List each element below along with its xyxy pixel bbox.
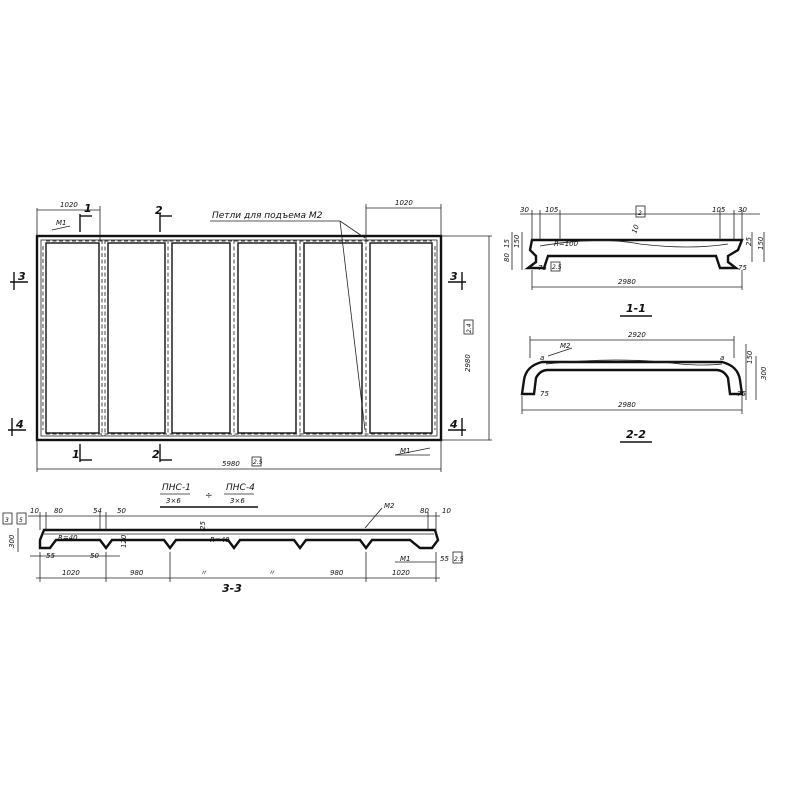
s33-dim-1020-left: 1020 (62, 569, 80, 577)
s11-dim-30-left: 30 (520, 206, 529, 214)
s22-dim-150: 150 (746, 350, 754, 364)
plan-dim-bottom: 5980 (222, 460, 240, 468)
s22-mark-m2: М2 (560, 342, 571, 350)
s33-mark-m1: М1 (400, 555, 411, 563)
s11-dim-75-right: 75 (738, 264, 747, 272)
plan-cut-2-top: 2 (155, 204, 163, 217)
s22-dim-300: 300 (760, 366, 768, 380)
s11-dim-150-left: 150 (513, 234, 521, 248)
s33-sub-1: 3×6 (166, 497, 181, 505)
s33-boxed-c: 2.5 (454, 556, 464, 563)
plan-dim-right: 2980 (464, 354, 472, 372)
s33-dim-300: 300 (8, 534, 16, 548)
s33-dim-50-top: 50 (117, 507, 126, 515)
s33-title: 3-3 (222, 582, 242, 595)
s33-dim-80-left: 80 (54, 507, 63, 515)
plan-slab-outline (35, 234, 443, 442)
s33-title-1: ПНС-1 (162, 483, 191, 493)
s11-boxed-left: 2.5 (552, 264, 562, 271)
s11-dim-width: 2980 (618, 278, 636, 286)
s11-dim-105-right: 105 (712, 206, 726, 214)
plan-cut-4-right: 4 (449, 418, 458, 431)
s33-dim-980-right: 980 (330, 569, 344, 577)
s33-dim-50-bot: 50 (90, 552, 99, 560)
s11-dim-30-right: 30 (738, 206, 747, 214)
plan-panel (303, 242, 363, 434)
s33-profile (38, 528, 440, 550)
s22-title: 2-2 (626, 428, 646, 441)
plan-view: 1020 1020 М1 Петли для подъема М2 5980 2… (8, 199, 492, 472)
plan-mark-m1-top: М1 (56, 219, 67, 227)
s11-dim-105-left: 105 (545, 206, 559, 214)
s33-dim-80-right: 80 (420, 507, 429, 515)
s11-dim-right-h2: 25 (745, 237, 753, 246)
section-2-2-profile (520, 360, 744, 396)
s22-dim-bottom: 2980 (618, 401, 636, 409)
plan-panel (237, 242, 297, 434)
plan-cut-2-bottom: 2 (152, 448, 160, 461)
s33-title-2: ПНС-4 (226, 483, 255, 493)
s33-dim-54: 54 (93, 507, 102, 515)
s33-dim-mid-b: 〃 (268, 569, 275, 577)
s33-dim-10-left: 10 (30, 507, 39, 515)
plan-dim-top-right: 1020 (395, 199, 413, 207)
s22-mark-a-left: а (540, 354, 544, 362)
section-1-1-profile (524, 238, 744, 270)
s33-sub-2: 3×6 (230, 497, 245, 505)
plan-slab-inner-outline (40, 239, 438, 437)
s22-dim-75-left: 75 (540, 390, 549, 398)
s33-dim-55-right: 55 (440, 555, 449, 563)
s33-dim-980-left: 980 (130, 569, 144, 577)
section-2-2: 2920 М2 а а 150 300 75 75 2980 2-2 (520, 331, 768, 443)
plan-panel (171, 242, 231, 434)
plan-boxed-right: 2.4 (466, 323, 473, 333)
s22-mark-a-right: а (720, 354, 724, 362)
s33-dim-mid-a: 〃 (200, 569, 207, 577)
plan-dashed-ribs (42, 240, 436, 436)
s33-sep: ÷ (205, 491, 213, 501)
s22-dim-top: 2920 (628, 331, 646, 339)
section-1-1: 30 105 105 30 2 R=100 10 80 15 150 25 15… (503, 205, 765, 317)
s11-dim-75-left: 75 (538, 264, 547, 272)
plan-cut-3-left: 3 (18, 270, 26, 283)
s33-boxed-a: 3 (5, 517, 9, 524)
s22-dim-75-right: 75 (737, 390, 746, 398)
section-3-3: ПНС-1 3×6 ÷ ПНС-4 3×6 10 80 54 50 80 10 … (2, 483, 464, 595)
plan-cut-1-top: 1 (84, 202, 92, 215)
plan-cut-4-left: 4 (15, 418, 24, 431)
s33-dim-25: 25 (199, 521, 207, 530)
plan-cut-1-bottom: 1 (72, 448, 80, 461)
s33-dim-120: 120 (120, 534, 128, 548)
s11-boxed-top: 2 (638, 210, 642, 217)
s11-radius: R=100 (554, 240, 579, 248)
plan-panel (107, 242, 166, 434)
plan-note-lifting-loops: Петли для подъема М2 (212, 211, 323, 221)
plan-panel (45, 242, 100, 434)
plan-cut-3-right: 3 (450, 270, 458, 283)
plan-boxed-bottom: 2.5 (253, 459, 263, 466)
s33-dim-10-right: 10 (442, 507, 451, 515)
plan-mark-m1-bottom: М1 (400, 447, 411, 455)
s33-boxed-b: 5 (19, 517, 23, 524)
s11-title: 1-1 (626, 302, 646, 315)
s11-dim-right-h: 150 (757, 236, 765, 250)
s11-dim-left-stack: 80 (503, 253, 511, 262)
plan-cut-markers: 1 2 1 2 3 3 4 4 (8, 202, 466, 462)
s33-dim-r40b: R=40 (210, 536, 230, 544)
s33-dim-55-left: 55 (46, 552, 55, 560)
s33-dim-1020-right: 1020 (392, 569, 410, 577)
s33-dim-r40: R=40 (58, 534, 78, 542)
s11-dim-left-stack2: 15 (503, 239, 511, 248)
s11-mark-10: 10 (630, 223, 641, 235)
plan-dim-top-left: 1020 (60, 201, 78, 209)
plan-panels (45, 242, 433, 434)
s33-mark-m2: М2 (384, 502, 395, 510)
plan-panel (369, 242, 433, 434)
